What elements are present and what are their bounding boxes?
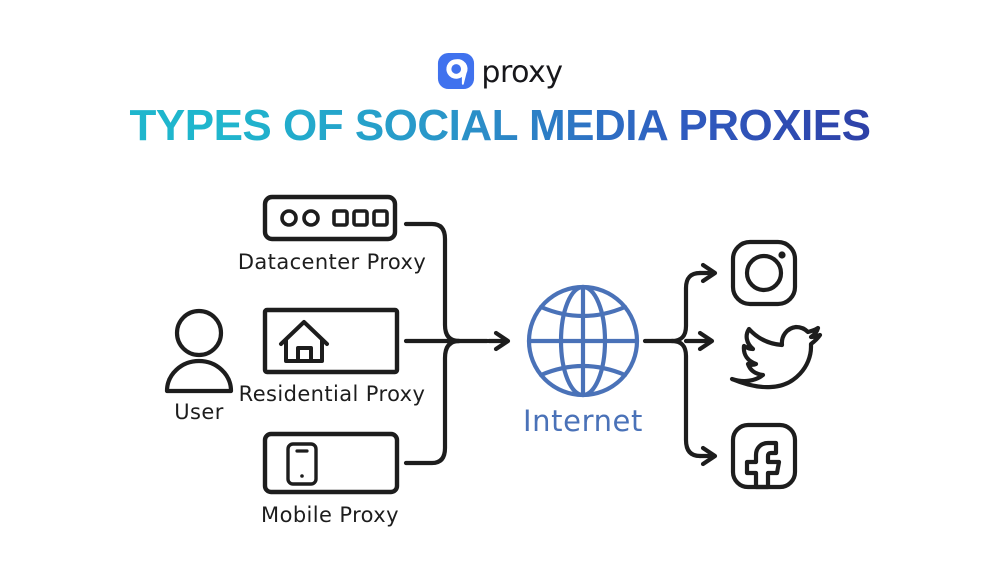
9proxy-logo-icon bbox=[438, 52, 475, 90]
user-label: User bbox=[174, 400, 224, 424]
twitter-icon bbox=[729, 324, 823, 390]
facebook-icon bbox=[730, 422, 798, 490]
brand-wordmark: proxy bbox=[481, 55, 563, 90]
user-icon bbox=[164, 308, 234, 394]
house-icon bbox=[279, 320, 329, 363]
residential-proxy-node bbox=[262, 307, 400, 375]
datacenter-proxy-label: Datacenter Proxy bbox=[237, 250, 427, 274]
brand-lockup: proxy bbox=[0, 48, 1000, 94]
page-title: TYPES OF SOCIAL MEDIA PROXIES bbox=[0, 104, 1000, 148]
residential-proxy-label: Residential Proxy bbox=[238, 382, 426, 406]
internet-label: Internet bbox=[523, 404, 643, 438]
destination-split-connectors bbox=[642, 262, 718, 467]
server-icon bbox=[280, 209, 389, 227]
mobile-proxy-node bbox=[262, 431, 400, 495]
datacenter-proxy-node bbox=[262, 194, 398, 242]
mobile-proxy-label: Mobile Proxy bbox=[261, 503, 399, 527]
smartphone-icon bbox=[286, 442, 318, 486]
proxy-merge-connectors bbox=[403, 221, 511, 466]
instagram-icon bbox=[730, 239, 798, 307]
globe-icon bbox=[526, 284, 640, 398]
